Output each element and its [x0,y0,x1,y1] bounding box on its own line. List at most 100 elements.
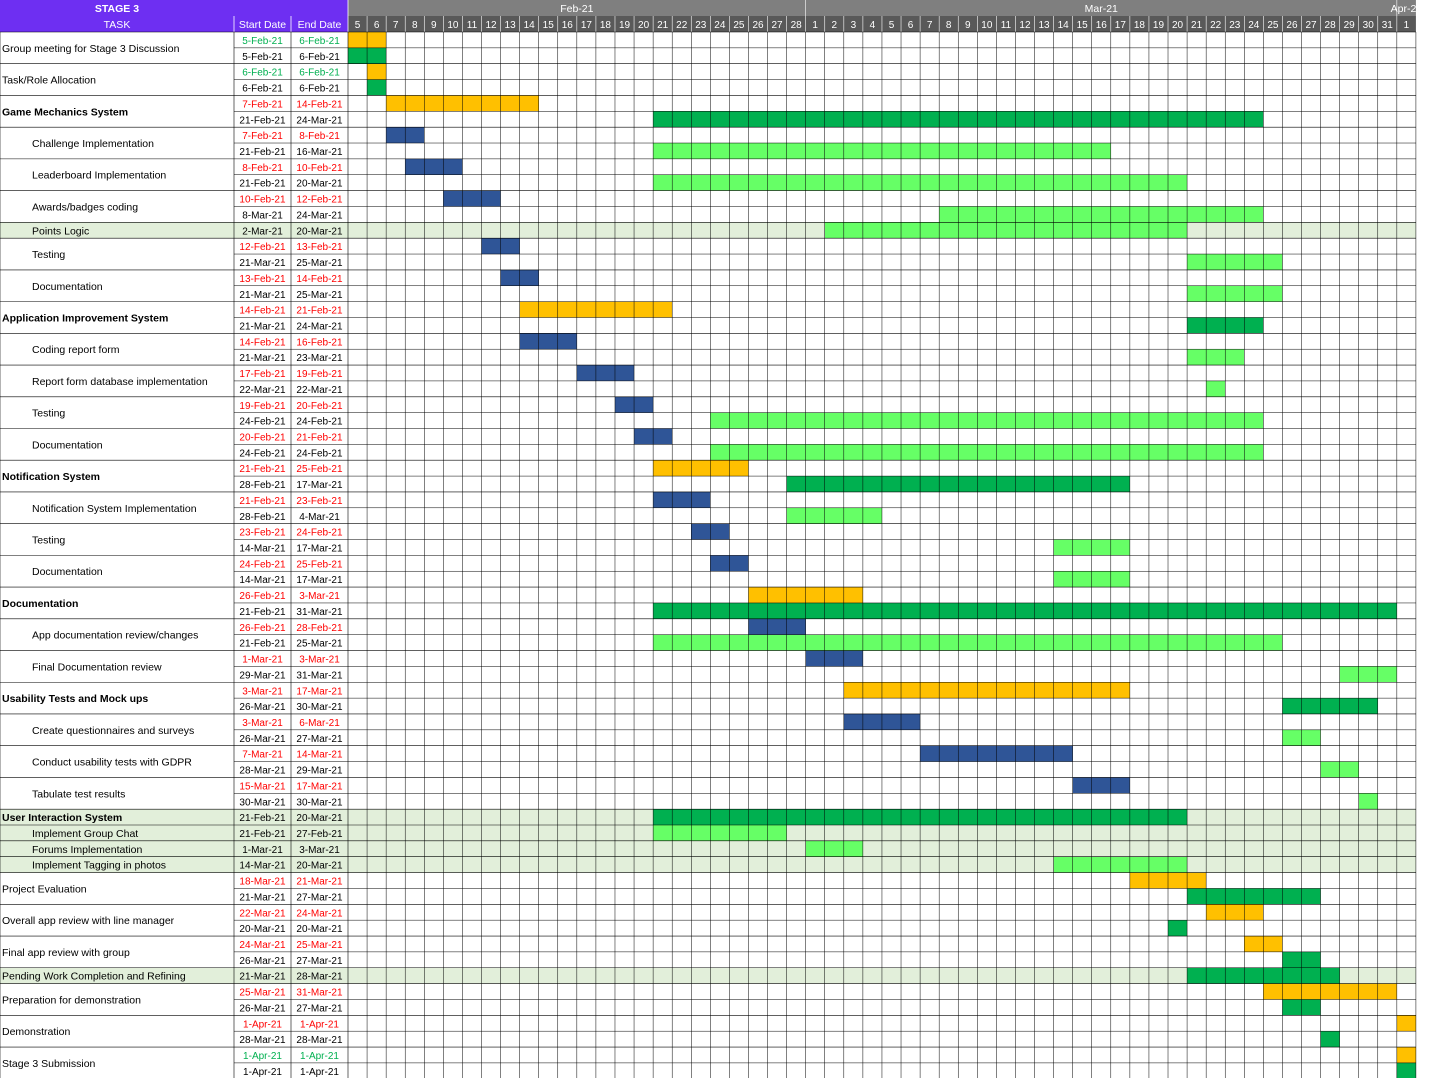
day-tick-label: 17 [581,20,593,31]
actual-start-date: 21-Feb-21 [239,813,286,824]
planned-start-date: 14-Feb-21 [239,337,286,348]
planned-start-date: 21-Feb-21 [239,496,286,507]
actual-end-date: 31-Mar-21 [296,607,343,618]
planned-bar [1263,983,1397,1000]
task-name: Coding report form [32,344,120,356]
planned-start-date: 21-Feb-21 [239,464,286,475]
actual-start-date: 21-Feb-21 [239,607,286,618]
actual-end-date: 17-Mar-21 [296,575,343,586]
task-name: Documentation [2,598,78,610]
day-tick-label: 7 [927,20,933,31]
planned-end-date: 14-Feb-21 [296,274,343,285]
actual-start-date: 14-Mar-21 [239,861,286,872]
task-name: Tabulate test results [32,788,125,800]
day-tick-label: 21 [1191,20,1203,31]
day-tick-label: 31 [1382,20,1394,31]
actual-bar [1168,920,1188,937]
day-tick-label: 23 [1229,20,1241,31]
planned-start-date: 8-Feb-21 [242,163,283,174]
task-name: Awards/badges coding [32,201,138,213]
actual-end-date: 4-Mar-21 [299,512,340,523]
planned-start-date: 22-Mar-21 [239,908,286,919]
task-name: Implement Tagging in photos [32,860,166,872]
task-name: User Interaction System [2,812,122,824]
actual-bar [653,602,1397,619]
planned-start-date: 26-Feb-21 [239,623,286,634]
planned-start-date: 7-Feb-21 [242,131,283,142]
actual-start-date: 20-Mar-21 [239,924,286,935]
day-tick-label: 28 [791,20,803,31]
start-date-header: Start Date [239,19,286,31]
task-name: Testing [32,408,65,420]
highlight-row-bg [0,856,1416,873]
day-tick-label: 10 [447,20,459,31]
planned-end-date: 1-Apr-21 [300,1051,339,1062]
task-name: Pending Work Completion and Refining [2,971,186,983]
task-name: Challenge Implementation [32,138,154,150]
task-name: Testing [32,535,65,547]
actual-start-date: 28-Feb-21 [239,512,286,523]
day-tick-label: 25 [1267,20,1279,31]
month-header-cell [805,0,1397,16]
day-tick-label: 13 [505,20,517,31]
stage-label: STAGE 3 [95,3,139,15]
planned-end-date: 17-Mar-21 [296,781,343,792]
actual-bar [939,206,1264,223]
planned-bar [805,650,863,667]
actual-end-date: 3-Mar-21 [299,845,340,856]
planned-end-date: 6-Feb-21 [299,36,340,47]
actual-start-date: 21-Mar-21 [239,290,286,301]
planned-bar [1072,777,1130,794]
actual-start-date: 26-Mar-21 [239,1003,286,1014]
month-label: Feb-21 [560,3,593,15]
actual-end-date: 20-Mar-21 [296,226,343,237]
task-name: Conduct usability tests with GDPR [32,757,192,769]
actual-start-date: 28-Mar-21 [239,766,286,777]
day-tick-label: 5 [889,20,895,31]
planned-end-date: 14-Feb-21 [296,99,343,110]
actual-start-date: 28-Mar-21 [239,1035,286,1046]
actual-bar [710,444,1264,461]
planned-end-date: 25-Feb-21 [296,559,343,570]
actual-bar [1187,285,1283,302]
actual-bar [1396,1062,1416,1078]
actual-end-date: 31-Mar-21 [296,670,343,681]
day-tick-label: 2 [832,20,838,31]
planned-bar [653,491,711,508]
planned-end-date: 3-Mar-21 [299,655,340,666]
actual-start-date: 26-Mar-21 [239,734,286,745]
actual-end-date: 20-Mar-21 [296,179,343,190]
actual-start-date: 21-Feb-21 [239,639,286,650]
day-tick-label: 9 [431,20,437,31]
day-tick-label: 5 [355,20,361,31]
planned-bar [843,682,1130,699]
actual-bar [786,507,882,524]
day-tick-label: 21 [657,20,669,31]
actual-start-date: 21-Mar-21 [239,972,286,983]
planned-start-date: 24-Feb-21 [239,559,286,570]
day-tick-label: 28 [1325,20,1337,31]
task-name: Leaderboard Implementation [32,170,166,182]
actual-bar [824,222,1188,239]
day-tick-label: 24 [1248,20,1260,31]
planned-start-date: 7-Mar-21 [242,750,283,761]
planned-start-date: 3-Mar-21 [242,686,283,697]
day-tick-label: 18 [600,20,612,31]
day-tick-label: 16 [1096,20,1108,31]
planned-end-date: 21-Feb-21 [296,433,343,444]
actual-end-date: 24-Mar-21 [296,210,343,221]
actual-bar [1053,856,1188,873]
day-tick-label: 7 [393,20,399,31]
day-tick-label: 15 [1077,20,1089,31]
day-tick-label: 22 [676,20,688,31]
task-name: Game Mechanics System [2,106,128,118]
day-tick-label: 8 [412,20,418,31]
actual-end-date: 16-Mar-21 [296,147,343,158]
day-tick-label: 1 [812,20,818,31]
planned-bar [367,63,387,80]
task-name: Testing [32,249,65,261]
planned-end-date: 24-Feb-21 [296,528,343,539]
planned-bar [1396,1015,1416,1032]
task-name: Documentation [32,566,103,578]
actual-end-date: 24-Feb-21 [296,417,343,428]
